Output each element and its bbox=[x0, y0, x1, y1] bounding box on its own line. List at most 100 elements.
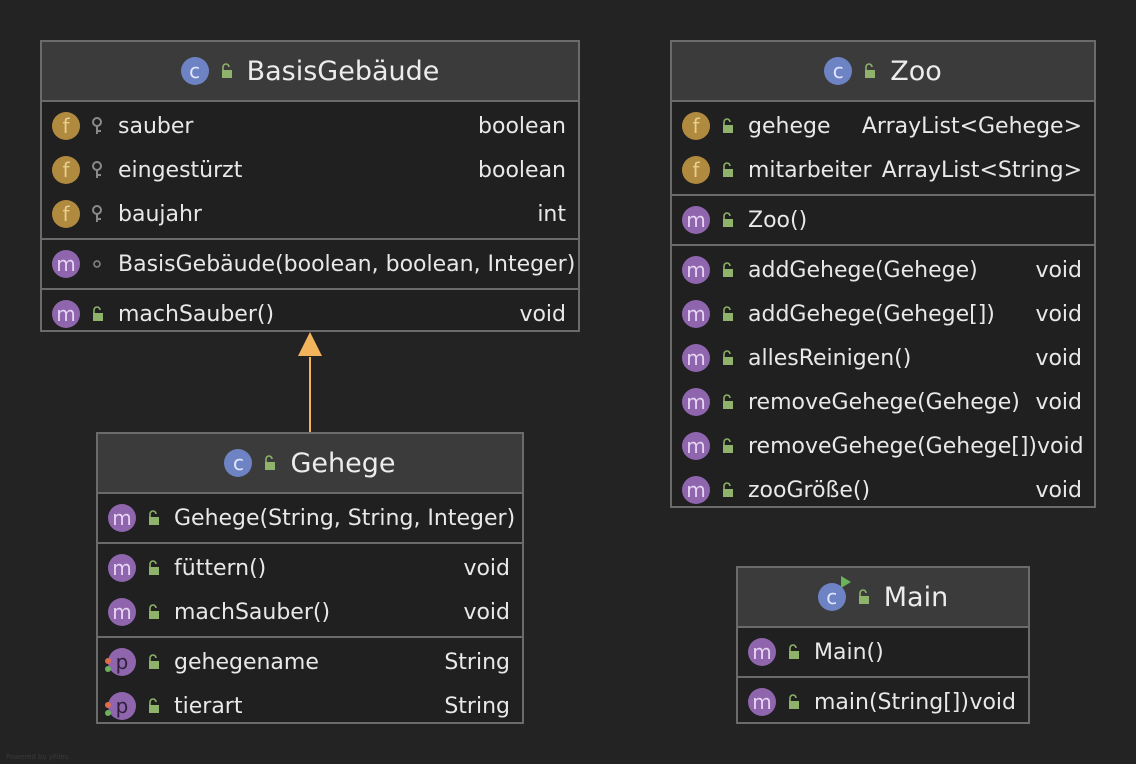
constructor-row[interactable]: m Zoo() bbox=[672, 198, 1094, 242]
method-type: void bbox=[519, 301, 566, 327]
field-icon: f bbox=[682, 112, 710, 140]
method-icon: m bbox=[108, 554, 136, 582]
method-icon: m bbox=[108, 598, 136, 626]
method-name: zooGröße() bbox=[748, 477, 871, 503]
constructor-row[interactable]: m Gehege(String, String, Integer) bbox=[98, 496, 522, 540]
method-icon: m bbox=[748, 638, 776, 666]
class-header: c BasisGebäude bbox=[42, 42, 578, 102]
public-lock-icon bbox=[144, 697, 162, 715]
field-name: sauber bbox=[118, 113, 194, 139]
constructor-name: Zoo() bbox=[748, 207, 808, 233]
method-icon: m bbox=[682, 300, 710, 328]
public-lock-icon bbox=[860, 62, 878, 80]
class-header: c Zoo bbox=[672, 42, 1094, 102]
public-lock-icon bbox=[88, 305, 106, 323]
method-row[interactable]: m machSauber() void bbox=[42, 292, 578, 336]
field-type: ArrayList<Gehege> bbox=[861, 113, 1082, 139]
method-row[interactable]: m main(String[]) void bbox=[738, 680, 1028, 724]
method-row[interactable]: m machSauber() void bbox=[98, 590, 522, 634]
private-key-icon bbox=[88, 161, 106, 179]
constructors-section: m Zoo() bbox=[672, 196, 1094, 246]
class-gehege[interactable]: c Gehege m Gehege(String, String, Intege… bbox=[96, 432, 524, 724]
field-row[interactable]: f mitarbeiter ArrayList<String> bbox=[672, 148, 1094, 192]
field-row[interactable]: f eingestürzt boolean bbox=[42, 148, 578, 192]
class-header: c Gehege bbox=[98, 434, 522, 494]
class-icon: c bbox=[224, 449, 253, 477]
method-icon: m bbox=[682, 206, 710, 234]
field-row[interactable]: f sauber boolean bbox=[42, 104, 578, 148]
field-icon: f bbox=[52, 112, 80, 140]
methods-section: m main(String[]) void bbox=[738, 678, 1028, 726]
field-type: boolean bbox=[478, 157, 566, 183]
fields-section: f sauber boolean f eingestürzt boolean f… bbox=[42, 102, 578, 240]
public-lock-icon bbox=[718, 349, 736, 367]
method-row[interactable]: m zooGröße() void bbox=[672, 468, 1094, 512]
footer-credit: Powered by yFiles bbox=[6, 753, 69, 761]
public-lock-icon bbox=[718, 117, 736, 135]
package-private-icon bbox=[88, 255, 106, 273]
class-header: c Main bbox=[738, 568, 1028, 628]
public-lock-icon bbox=[144, 559, 162, 577]
constructor-name: Main() bbox=[814, 639, 884, 665]
method-type: void bbox=[969, 689, 1016, 715]
class-zoo[interactable]: c Zoo f gehege ArrayList<Gehege> f mitar… bbox=[670, 40, 1096, 508]
property-name: gehegename bbox=[174, 649, 319, 675]
method-type: void bbox=[463, 599, 510, 625]
methods-section: m addGehege(Gehege) void m addGehege(Geh… bbox=[672, 246, 1094, 514]
method-type: void bbox=[1035, 257, 1082, 283]
method-type: void bbox=[1037, 433, 1084, 459]
public-lock-icon bbox=[718, 305, 736, 323]
field-name: gehege bbox=[748, 113, 831, 139]
method-row[interactable]: m addGehege(Gehege) void bbox=[672, 248, 1094, 292]
field-row[interactable]: f gehege ArrayList<Gehege> bbox=[672, 104, 1094, 148]
field-row[interactable]: f baujahr int bbox=[42, 192, 578, 236]
public-lock-icon bbox=[718, 481, 736, 499]
public-lock-icon bbox=[718, 437, 736, 455]
field-icon: f bbox=[52, 200, 80, 228]
method-name: addGehege(Gehege[]) bbox=[748, 301, 995, 327]
class-icon: c bbox=[824, 57, 853, 85]
class-title: Main bbox=[883, 581, 949, 613]
method-row[interactable]: m removeGehege(Gehege[]) void bbox=[672, 424, 1094, 468]
class-icon: c bbox=[180, 57, 209, 85]
method-row[interactable]: m removeGehege(Gehege) void bbox=[672, 380, 1094, 424]
public-lock-icon bbox=[718, 393, 736, 411]
field-name: eingestürzt bbox=[118, 157, 243, 183]
public-lock-icon bbox=[718, 211, 736, 229]
constructors-section: m BasisGebäude(boolean, boolean, Integer… bbox=[42, 240, 578, 290]
static-method-icon: m bbox=[748, 688, 776, 716]
field-type: ArrayList<String> bbox=[881, 157, 1082, 183]
methods-section: m füttern() void m machSauber() void bbox=[98, 544, 522, 638]
field-type: int bbox=[537, 201, 566, 227]
private-key-icon bbox=[88, 205, 106, 223]
method-name: main(String[]) bbox=[814, 689, 969, 715]
class-main[interactable]: c Main m Main() m main(String[]) void bbox=[736, 566, 1030, 724]
public-lock-icon bbox=[260, 454, 278, 472]
class-title: Gehege bbox=[290, 447, 396, 479]
class-basisgebaeude[interactable]: c BasisGebäude f sauber boolean f einges… bbox=[40, 40, 580, 332]
method-icon: m bbox=[682, 432, 710, 460]
property-row[interactable]: p gehegename String bbox=[98, 640, 522, 684]
field-name: mitarbeiter bbox=[748, 157, 872, 183]
public-lock-icon bbox=[144, 653, 162, 671]
constructor-row[interactable]: m BasisGebäude(boolean, boolean, Integer… bbox=[42, 242, 578, 286]
property-icon: p bbox=[105, 648, 136, 676]
method-row[interactable]: m addGehege(Gehege[]) void bbox=[672, 292, 1094, 336]
method-row[interactable]: m füttern() void bbox=[98, 546, 522, 590]
method-type: void bbox=[1035, 389, 1082, 415]
constructor-row[interactable]: m Main() bbox=[738, 630, 1028, 674]
constructor-name: Gehege(String, String, Integer) bbox=[174, 505, 516, 531]
public-lock-icon bbox=[784, 693, 802, 711]
class-title: Zoo bbox=[890, 55, 942, 87]
method-name: füttern() bbox=[174, 555, 267, 581]
method-row[interactable]: m allesReinigen() void bbox=[672, 336, 1094, 380]
method-name: machSauber() bbox=[118, 301, 275, 327]
private-key-icon bbox=[88, 117, 106, 135]
property-row[interactable]: p tierart String bbox=[98, 684, 522, 728]
constructors-section: m Main() bbox=[738, 628, 1028, 678]
method-type: void bbox=[1035, 477, 1082, 503]
property-type: String bbox=[444, 693, 510, 719]
field-type: boolean bbox=[478, 113, 566, 139]
constructor-name: BasisGebäude(boolean, boolean, Integer) bbox=[118, 251, 576, 277]
field-icon: f bbox=[52, 156, 80, 184]
